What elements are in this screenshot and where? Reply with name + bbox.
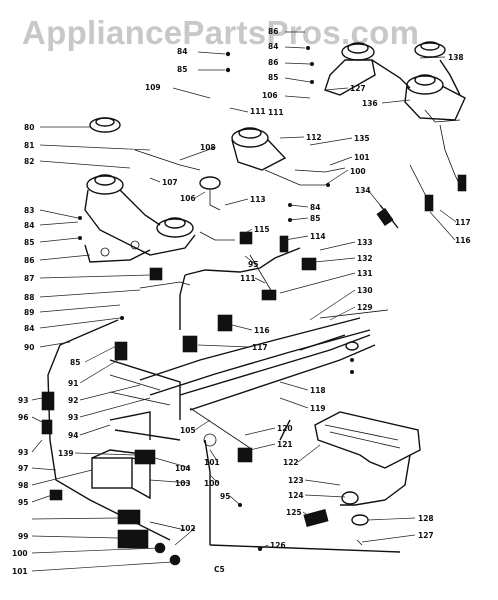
callout-121: 121 bbox=[277, 440, 293, 449]
callout-85: 85 bbox=[310, 214, 320, 223]
callout-85: 85 bbox=[177, 65, 187, 74]
callout-85: 85 bbox=[70, 358, 80, 367]
callout-104: 104 bbox=[175, 464, 191, 473]
callout-100: 100 bbox=[204, 479, 220, 488]
callout-81: 81 bbox=[24, 141, 34, 150]
callout-84: 84 bbox=[310, 203, 320, 212]
callout-131: 131 bbox=[357, 269, 373, 278]
callout-93: 93 bbox=[68, 413, 78, 422]
callout-136: 136 bbox=[362, 99, 378, 108]
callout-97: 97 bbox=[18, 464, 28, 473]
callout-139: 139 bbox=[58, 449, 74, 458]
drawing-code: C5 bbox=[214, 565, 225, 574]
callout-100: 100 bbox=[350, 167, 366, 176]
fastener-dots bbox=[78, 46, 354, 551]
callout-94: 94 bbox=[68, 431, 78, 440]
callout-124: 124 bbox=[288, 491, 304, 500]
callout-120: 120 bbox=[277, 424, 293, 433]
callout-95: 95 bbox=[248, 260, 258, 269]
callout-86: 86 bbox=[24, 256, 34, 265]
callout-93: 93 bbox=[18, 448, 28, 457]
callout-93: 93 bbox=[18, 396, 28, 405]
callout-135: 135 bbox=[354, 134, 370, 143]
callout-109: 109 bbox=[145, 83, 161, 92]
callout-86: 86 bbox=[268, 58, 278, 67]
callout-84: 84 bbox=[268, 42, 278, 51]
callout-100: 100 bbox=[12, 549, 28, 558]
callout-101: 101 bbox=[354, 153, 370, 162]
callout-84: 84 bbox=[24, 324, 34, 333]
callout-118: 118 bbox=[310, 386, 326, 395]
callout-115: 115 bbox=[254, 225, 270, 234]
callout-132: 132 bbox=[357, 254, 373, 263]
callout-95: 95 bbox=[18, 498, 28, 507]
callout-108: 108 bbox=[200, 143, 216, 152]
callout-130: 130 bbox=[357, 286, 373, 295]
upper-right-burner-assembly bbox=[324, 41, 467, 212]
oven-burner-assembly bbox=[209, 411, 421, 553]
callout-119: 119 bbox=[310, 404, 326, 413]
callout-95: 95 bbox=[220, 492, 230, 501]
callout-99: 99 bbox=[18, 532, 28, 541]
left-supply-tubing bbox=[41, 319, 186, 566]
callout-98: 98 bbox=[18, 481, 28, 490]
callout-91: 91 bbox=[68, 379, 78, 388]
callout-107: 107 bbox=[162, 178, 178, 187]
callout-106: 106 bbox=[180, 194, 196, 203]
callout-96: 96 bbox=[18, 413, 28, 422]
callout-85: 85 bbox=[268, 73, 278, 82]
callout-88: 88 bbox=[24, 293, 34, 302]
callout-84: 84 bbox=[24, 221, 34, 230]
callout-117: 117 bbox=[455, 218, 471, 227]
callout-89: 89 bbox=[24, 308, 34, 317]
callout-122: 122 bbox=[283, 458, 299, 467]
callout-103: 103 bbox=[175, 479, 191, 488]
callout-112: 112 bbox=[306, 133, 322, 142]
callout-101: 101 bbox=[204, 458, 220, 467]
callout-111: 111 bbox=[250, 107, 266, 116]
callout-105: 105 bbox=[180, 426, 196, 435]
callout-111: 111 bbox=[268, 108, 284, 117]
callout-83: 83 bbox=[24, 206, 34, 215]
callout-101: 101 bbox=[12, 567, 28, 576]
callout-125: 125 bbox=[286, 508, 302, 517]
callout-133: 133 bbox=[357, 238, 373, 247]
callout-113: 113 bbox=[250, 195, 266, 204]
callout-labels: 84 85 109 111 86 84 86 85 106 111 127 13… bbox=[12, 27, 471, 576]
callout-86: 86 bbox=[268, 27, 278, 36]
callout-128: 128 bbox=[418, 514, 434, 523]
main-burner-assembly bbox=[84, 117, 399, 289]
callout-84: 84 bbox=[177, 47, 187, 56]
leader-lines bbox=[31, 31, 457, 572]
callout-126: 126 bbox=[270, 541, 286, 550]
callout-123: 123 bbox=[288, 476, 304, 485]
callout-127: 127 bbox=[350, 84, 366, 93]
callout-134: 134 bbox=[355, 186, 371, 195]
callout-85: 85 bbox=[24, 238, 34, 247]
callout-129: 129 bbox=[357, 303, 373, 312]
callout-102: 102 bbox=[180, 524, 196, 533]
callout-138: 138 bbox=[448, 53, 464, 62]
callout-80: 80 bbox=[24, 123, 34, 132]
callout-106: 106 bbox=[262, 91, 278, 100]
gas-manifold-and-valves bbox=[91, 231, 389, 545]
callout-111: 111 bbox=[240, 274, 256, 283]
callout-92: 92 bbox=[68, 396, 78, 405]
callout-87: 87 bbox=[24, 274, 34, 283]
callout-116: 116 bbox=[254, 326, 270, 335]
callout-127: 127 bbox=[418, 531, 434, 540]
callout-90: 90 bbox=[24, 343, 34, 352]
callout-82: 82 bbox=[24, 157, 34, 166]
callout-116: 116 bbox=[455, 236, 471, 245]
callout-114: 114 bbox=[310, 232, 326, 241]
callout-117: 117 bbox=[252, 343, 268, 352]
